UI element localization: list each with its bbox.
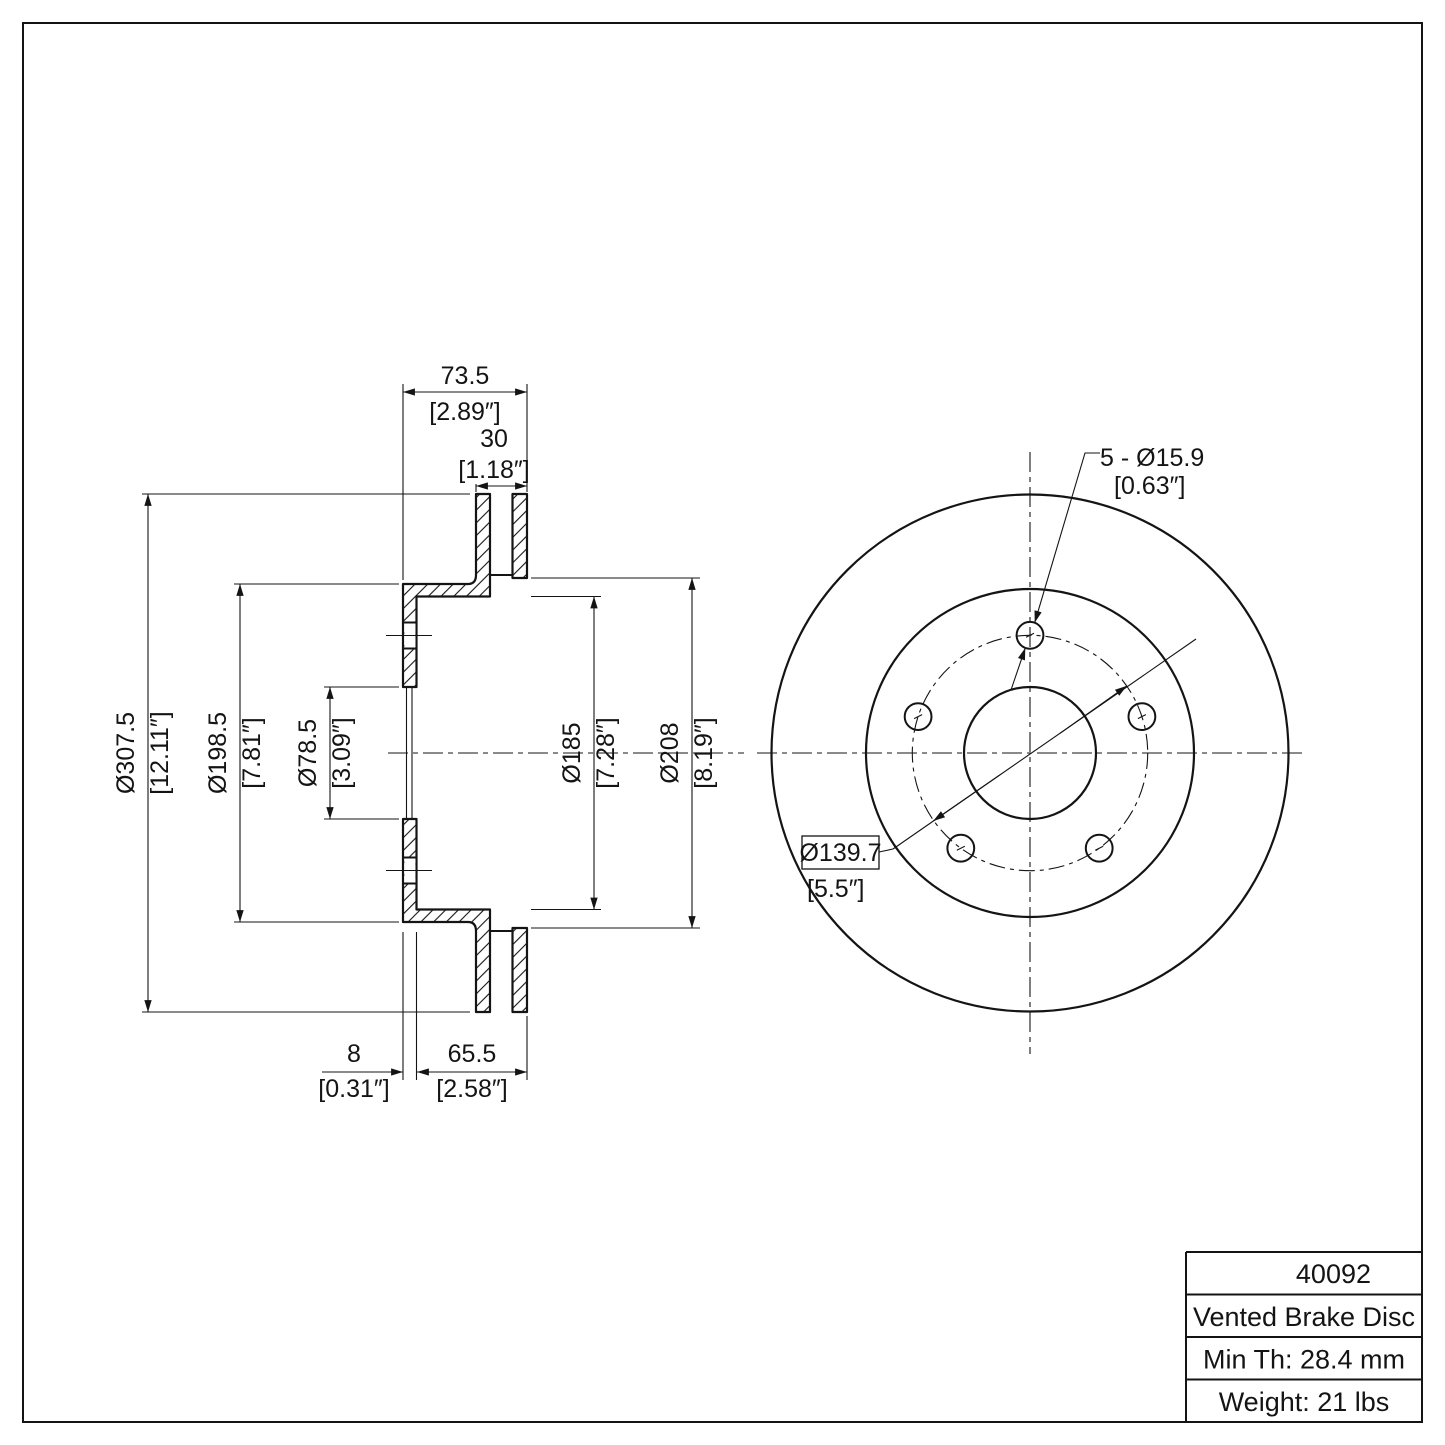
dim-inner-dia-in: [8.19″] (690, 717, 718, 788)
weight: Weight: 21 lbs (1219, 1387, 1390, 1417)
page-border (22, 22, 1423, 1423)
dim-bolt-circle-in: [5.5″] (807, 875, 865, 903)
dim-plate-stack-mm: 30 (480, 425, 508, 453)
dim-bore-dia-in: [3.09″] (328, 717, 356, 788)
dim-flange-th-in: [0.31″] (318, 1075, 389, 1103)
section-lower-outboard-plate (511, 926, 529, 1014)
bolt-circle-label-box (801, 835, 880, 870)
dim-bolt-holes-in: [0.63″] (1114, 472, 1185, 500)
part-name: Vented Brake Disc (1193, 1302, 1415, 1332)
dim-bolt-circle-mm: Ø139.7 (799, 839, 881, 867)
title-block: 40092 Vented Brake Disc Min Th: 28.4 mm … (1185, 1251, 1422, 1422)
dim-inner-dia-mm: Ø208 (656, 722, 684, 783)
dim-width-overall-mm: 73.5 (441, 362, 490, 390)
section-upper-hat-plate (401, 492, 492, 689)
dim-hat-id-in: [7.28″] (592, 717, 620, 788)
extension-lines (142, 384, 700, 1080)
front-view: 5 - Ø15.9 [0.63″] Ø139.7 [5.5″] (757, 444, 1303, 1054)
bolt-circle-arrow-high (1059, 685, 1128, 734)
section-lower-hat-plate (401, 817, 492, 1014)
dim-plate-stack-in: [1.18″] (458, 456, 529, 484)
bolt-circle-box-leader (878, 848, 894, 853)
min-thickness: Min Th: 28.4 mm (1203, 1345, 1405, 1375)
dim-offset-mm: 65.5 (448, 1040, 497, 1068)
dim-flange-th-mm: 8 (347, 1040, 361, 1068)
dimension-lines (144, 388, 696, 1076)
dim-width-overall-in: [2.89″] (429, 398, 500, 426)
dim-outer-dia-in: [12.11″] (146, 711, 174, 794)
dim-hat-id-mm: Ø185 (558, 722, 586, 783)
dim-hat-od-mm: Ø198.5 (204, 712, 232, 794)
bolt-hole-ticks (913, 632, 1147, 851)
bolt-holes (903, 620, 1157, 863)
title-block-lines (1185, 1251, 1422, 1422)
bolt-hole-leader (1034, 452, 1100, 623)
dim-hat-od-in: [7.81″] (238, 717, 266, 788)
dim-offset-in: [2.58″] (436, 1075, 507, 1103)
dim-outer-dia-mm: Ø307.5 (112, 712, 140, 794)
bolt-hole-leader-2 (1010, 647, 1026, 691)
dim-bolt-holes-mm: 5 - Ø15.9 (1100, 444, 1204, 472)
bolt-circle-arrow-low (932, 774, 1001, 822)
part-number: 40092 (1296, 1259, 1371, 1289)
dim-bore-dia-mm: Ø78.5 (294, 719, 322, 787)
section-upper-outboard-plate (511, 492, 529, 580)
section-view: 73.5 [2.89″] 30 [1.18″] 8 [0.31″] 65.5 [… (112, 362, 744, 1103)
